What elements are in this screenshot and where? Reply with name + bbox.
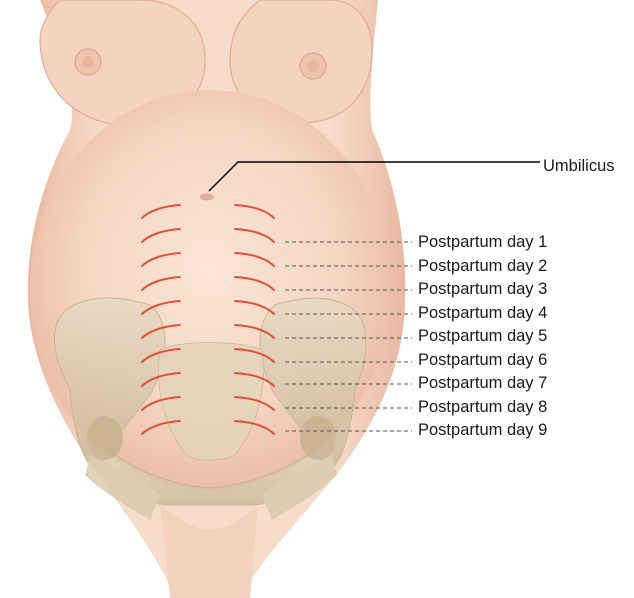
label-day-8: Postpartum day 8 [418,396,547,420]
label-day-5: Postpartum day 5 [418,325,547,349]
label-day-9: Postpartum day 9 [418,419,547,443]
left-acetabulum [87,416,123,460]
umbilicus [200,194,214,201]
label-day-7: Postpartum day 7 [418,372,547,396]
umbilicus-label: Umbilicus [543,156,615,176]
label-day-4: Postpartum day 4 [418,302,547,326]
label-day-1: Postpartum day 1 [418,231,547,255]
label-day-6: Postpartum day 6 [418,349,547,373]
right-acetabulum [300,416,336,460]
right-nipple-center [307,60,319,72]
label-day-3: Postpartum day 3 [418,278,547,302]
label-day-2: Postpartum day 2 [418,255,547,279]
postpartum-day-labels: Postpartum day 1 Postpartum day 2 Postpa… [418,231,547,443]
left-nipple-center [82,56,94,68]
